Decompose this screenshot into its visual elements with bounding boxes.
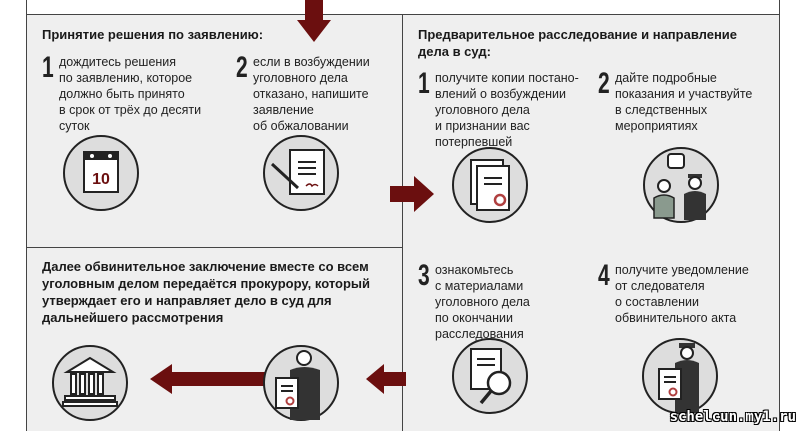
step-number: 1 (42, 51, 54, 84)
step-text: получите уведомление от следователя о со… (615, 263, 749, 325)
step-3: 3 ознакомьтесь с материалами уголовного … (418, 259, 530, 342)
document-magnifier-icon (452, 338, 528, 414)
step-text: если в возбуждении уголовного дела отказ… (253, 55, 370, 133)
step-1: 1 получите копии постано- влений о возбу… (418, 67, 579, 150)
section-heading: Принятие решения по заявлению: (42, 27, 264, 42)
arrow-left-icon (150, 364, 266, 394)
section-heading: Далее обвинительное заключение вместе со… (42, 259, 370, 325)
step-number: 2 (236, 51, 248, 84)
step-2: 2 если в возбуждении уголовного дела отк… (236, 51, 370, 134)
svg-text:10: 10 (92, 171, 110, 188)
step-number: 4 (598, 259, 610, 292)
calendar-icon: 10 (63, 135, 139, 211)
step-text: получите копии постано- влений о возбужд… (435, 71, 579, 149)
step-number: 1 (418, 67, 430, 100)
section-heading: Предварительное расследование и направле… (418, 27, 738, 59)
arrow-right-icon (390, 176, 434, 212)
step-number: 2 (598, 67, 610, 100)
step-4: 4 получите уведомление от следователя о … (598, 259, 749, 326)
watermark: schelcun.my1.ru (669, 409, 796, 425)
courthouse-icon (52, 345, 128, 421)
divider (26, 247, 402, 248)
divider (402, 14, 403, 431)
document-pen-icon (263, 135, 339, 211)
prosecutor-icon (263, 345, 339, 421)
step-text: дождитесь решения по заявлению, которое … (59, 55, 202, 133)
arrow-left-icon (366, 364, 406, 394)
step-1: 1 дождитесь решения по заявлению, которо… (42, 51, 202, 134)
step-text: ознакомьтесь с материалами уголовного де… (435, 263, 530, 341)
step-2: 2 дайте подробные показания и участвуйте… (598, 67, 753, 134)
divider (26, 0, 27, 431)
divider (779, 0, 780, 431)
step-text: дайте подробные показания и участвуйте в… (615, 71, 753, 133)
documents-seal-icon (452, 147, 528, 223)
investigator-document-icon (642, 338, 718, 414)
step-number: 3 (418, 259, 430, 292)
divider (26, 14, 780, 15)
arrow-down-icon (297, 0, 331, 42)
witness-officer-icon (643, 147, 719, 223)
